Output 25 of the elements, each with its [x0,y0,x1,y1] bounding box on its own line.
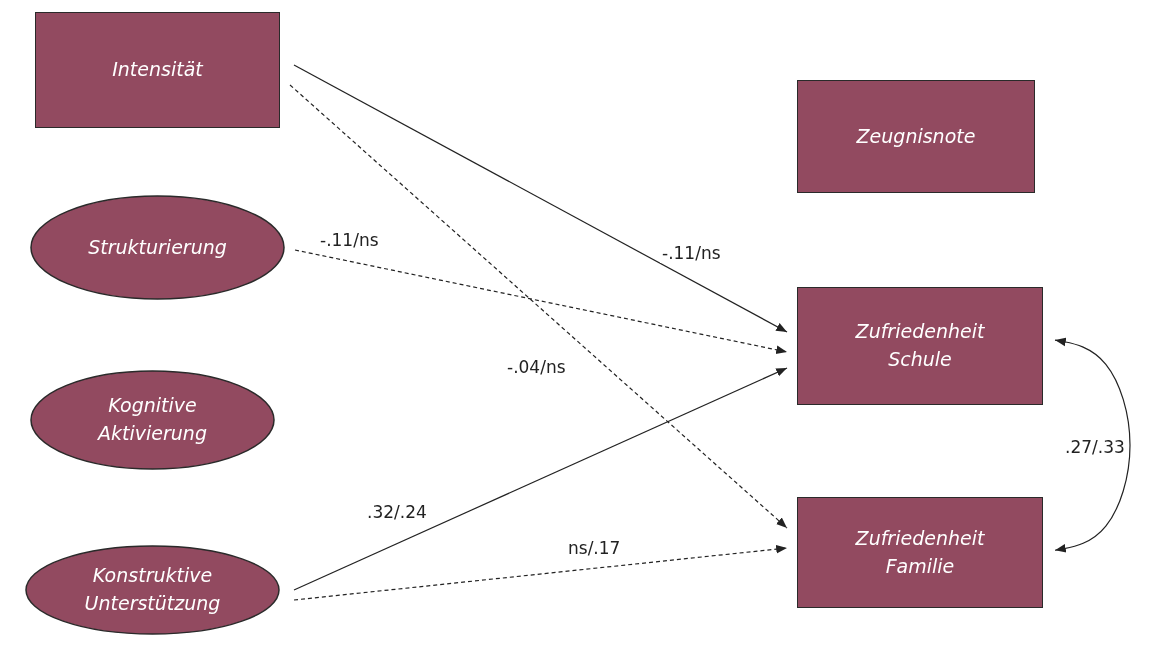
path-arrow [293,544,788,601]
variable-label: Zufriedenheit Schule [854,319,986,372]
latent-variable-ellipse [30,195,285,300]
variable-label: Konstruktive Unterstützung [83,563,222,616]
latent-variable-ellipse [25,545,280,635]
edge-label: -.04/ns [505,357,568,377]
variable-label: Zufriedenheit Familie [854,525,986,579]
path-arrow [289,84,788,529]
edge-label: -.11/ns [318,230,381,250]
path-arrow [293,64,788,333]
observed-variable-box [797,497,1043,608]
observed-variable-box [797,287,1043,405]
variable-label: Kognitive Aktivierung [96,393,208,446]
variable-label: Zeugnisnote [856,123,976,149]
latent-variable-ellipse [30,370,275,470]
observed-variable-box [35,12,280,128]
edge-label: -.11/ns [660,243,723,263]
variable-label: Strukturierung [88,234,227,260]
path-arrow [293,367,788,591]
variable-label: Intensität [112,57,203,83]
edge-label: .32/.24 [365,502,429,522]
observed-variable-box [797,80,1035,193]
path-arrow [1054,337,1131,553]
path-arrow [294,249,788,355]
edge-label: .27/.33 [1063,437,1127,457]
